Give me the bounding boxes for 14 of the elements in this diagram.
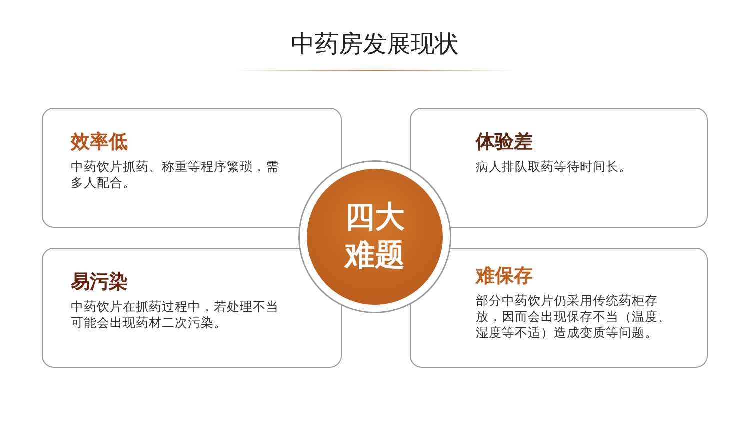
problem-card: [42, 108, 342, 228]
title: 中药房发展现状: [290, 29, 460, 60]
card-heading: 体验差: [476, 130, 533, 155]
card-heading: 难保存: [476, 264, 533, 289]
card-text: 部分中药饮片仍采用传统药柜存放，因而会出现保存不当（温度、湿度等不适）造成变质等问题。: [476, 293, 672, 341]
card-text: 病人排队取药等待时间长。: [476, 159, 633, 175]
circle-label: 四大难题: [343, 199, 406, 275]
card-text: 中药饮片在抓药过程中，若处理不当可能会出现药材二次污染。: [71, 299, 280, 331]
card-text: 中药饮片抓药、称重等程序繁琐，需多人配合。: [71, 159, 280, 191]
problem-card: [410, 108, 708, 228]
card-heading: 效率低: [71, 130, 128, 155]
problem-card: [42, 248, 342, 368]
problem-card: [410, 248, 708, 368]
card-heading: 易污染: [71, 270, 128, 295]
